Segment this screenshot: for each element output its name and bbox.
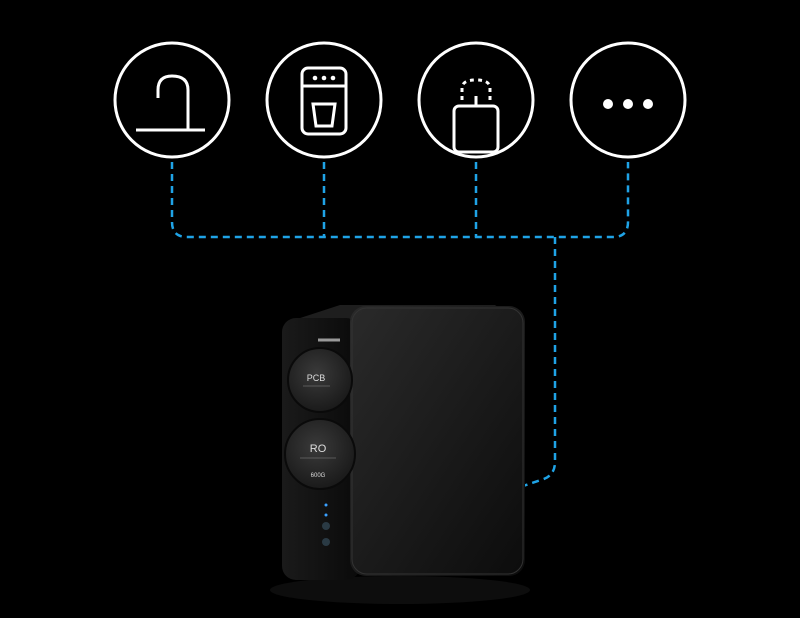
- control-button[interactable]: [322, 538, 330, 546]
- drinking-fountain-icon: [417, 41, 535, 159]
- water-purifier-device: PCB RO 600G: [270, 305, 530, 604]
- ro-filter-cap: [284, 418, 356, 490]
- water-dispenser-icon: [265, 41, 383, 159]
- connector-lines: [170, 162, 630, 494]
- faucet-icon: [113, 41, 231, 159]
- pcb-filter-cap: [287, 347, 353, 413]
- more-icon: [569, 41, 687, 159]
- pcb-label: PCB: [307, 373, 326, 383]
- capacity-label: 600G: [311, 473, 326, 479]
- control-button[interactable]: [322, 522, 330, 530]
- ro-label: RO: [310, 443, 327, 455]
